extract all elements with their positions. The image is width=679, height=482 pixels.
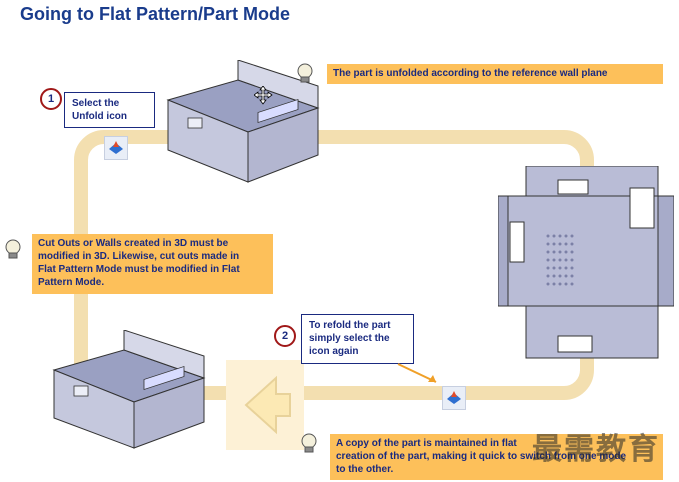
note-copy: A copy of the part is maintained in flat… <box>330 434 663 480</box>
note-copy-line2: creation of the part, making it quick to… <box>336 451 627 462</box>
part-3d-bottom <box>52 330 206 449</box>
step-1-badge: 1 <box>40 88 62 110</box>
step-1-callout: Select the Unfold icon <box>64 92 155 128</box>
lightbulb-icon <box>301 433 317 453</box>
step-2-text-line3: icon again <box>309 346 359 357</box>
pointer-arrow <box>397 363 437 383</box>
unfold-icon[interactable] <box>104 136 128 160</box>
lightbulb-icon <box>5 239 21 259</box>
unfold-glyph-icon <box>109 141 123 154</box>
back-arrow-icon <box>226 360 304 450</box>
refold-icon[interactable] <box>442 386 466 410</box>
lightbulb-icon <box>297 63 313 83</box>
step-1-text-line1: Select the <box>72 98 120 109</box>
note-cutouts: Cut Outs or Walls created in 3D must be … <box>32 234 273 294</box>
note-cutouts-line2: modified in 3D. Likewise, cut outs made … <box>38 251 240 262</box>
note-cutouts-line4: Pattern Mode. <box>38 277 105 288</box>
step-2-text-line1: To refold the part <box>309 320 391 331</box>
note-copy-line1: A copy of the part is maintained in flat <box>336 438 517 449</box>
step-1-text-line2: Unfold icon <box>72 111 127 122</box>
step-2-text-line2: simply select the <box>309 333 390 344</box>
flat-pattern-part <box>498 166 674 359</box>
step-2-callout: To refold the part simply select the ico… <box>301 314 414 364</box>
part-3d-top <box>166 60 320 183</box>
note-cutouts-line3: Flat Pattern Mode must be modified in Fl… <box>38 264 240 275</box>
step-2-badge: 2 <box>274 325 296 347</box>
unfold-glyph-icon <box>447 391 461 404</box>
note-unfold: The part is unfolded according to the re… <box>327 64 663 84</box>
note-copy-line3: to the other. <box>336 464 394 475</box>
note-cutouts-line1: Cut Outs or Walls created in 3D must be <box>38 238 229 249</box>
watermark-text: 最需教育 <box>532 433 660 466</box>
move-cursor-icon <box>254 86 273 105</box>
page-title: Going to Flat Pattern/Part Mode <box>20 4 291 24</box>
